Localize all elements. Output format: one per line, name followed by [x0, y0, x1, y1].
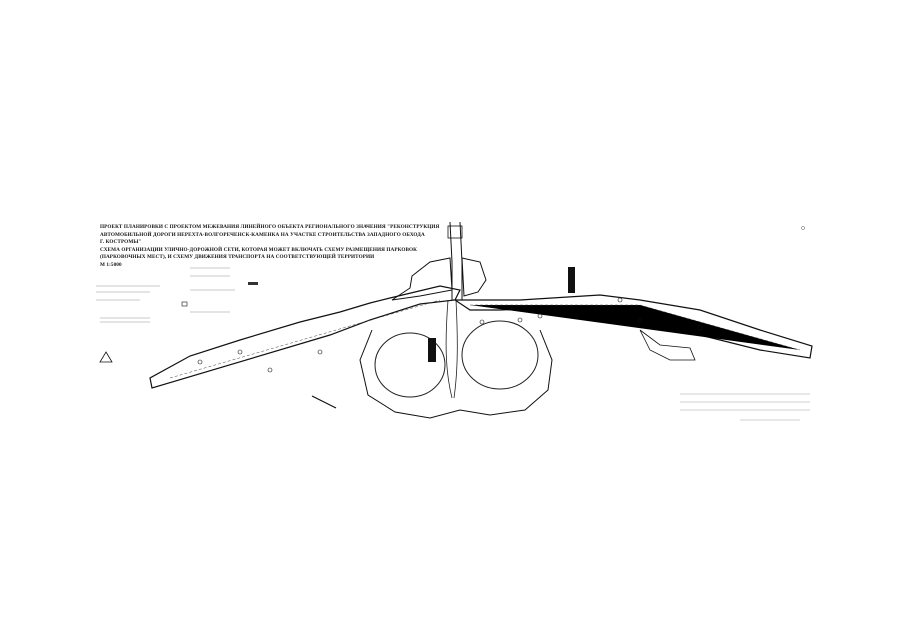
interchange-boundary [359, 329, 553, 419]
road-corridor-left [149, 285, 461, 389]
title-line-5: (ПАРКОВОЧНЫХ МЕСТ), И СХЕМУ ДВИЖЕНИЯ ТРА… [100, 254, 375, 261]
north-left-parcel [391, 257, 453, 301]
north-arrow-icon [99, 351, 113, 363]
legend-swatch-1 [248, 282, 258, 285]
loop-right [461, 320, 539, 390]
north-branch-cap [447, 225, 463, 239]
drawing-title: ПРОЕКТ ПЛАНИРОВКИ С ПРОЕКТОМ МЕЖЕВАНИЯ Л… [100, 224, 440, 270]
right-parcel [639, 329, 696, 361]
title-line-3: г. КОСТРОМЫ" [100, 239, 142, 246]
legend-lines [96, 267, 235, 323]
building-block-2 [428, 338, 436, 362]
title-line-4: СХЕМА ОРГАНИЗАЦИИ УЛИЧНО-ДОРОЖНОЙ СЕТИ, … [100, 246, 418, 253]
stamp-lines [680, 393, 810, 421]
ramp-center [445, 299, 458, 399]
road-markers [197, 297, 703, 373]
building-block-1 [568, 267, 575, 293]
title-line-2: АВТОМОБИЛЬНОЙ ДОРОГИ НЕРЕХТА-ВОЛГОРЕЧЕНС… [100, 231, 425, 238]
loop-left [374, 332, 446, 398]
scale-label: М 1:5000 [100, 261, 122, 268]
page-corner-mark [801, 226, 805, 230]
legend-swatch-2 [181, 301, 188, 307]
title-line-1: ПРОЕКТ ПЛАНИРОВКИ С ПРОЕКТОМ МЕЖЕВАНИЯ Л… [100, 224, 440, 230]
north-right-parcel [461, 257, 487, 297]
lane-line-left [169, 299, 441, 379]
lane-line-right [470, 304, 801, 351]
cross-section-mark [311, 395, 337, 409]
